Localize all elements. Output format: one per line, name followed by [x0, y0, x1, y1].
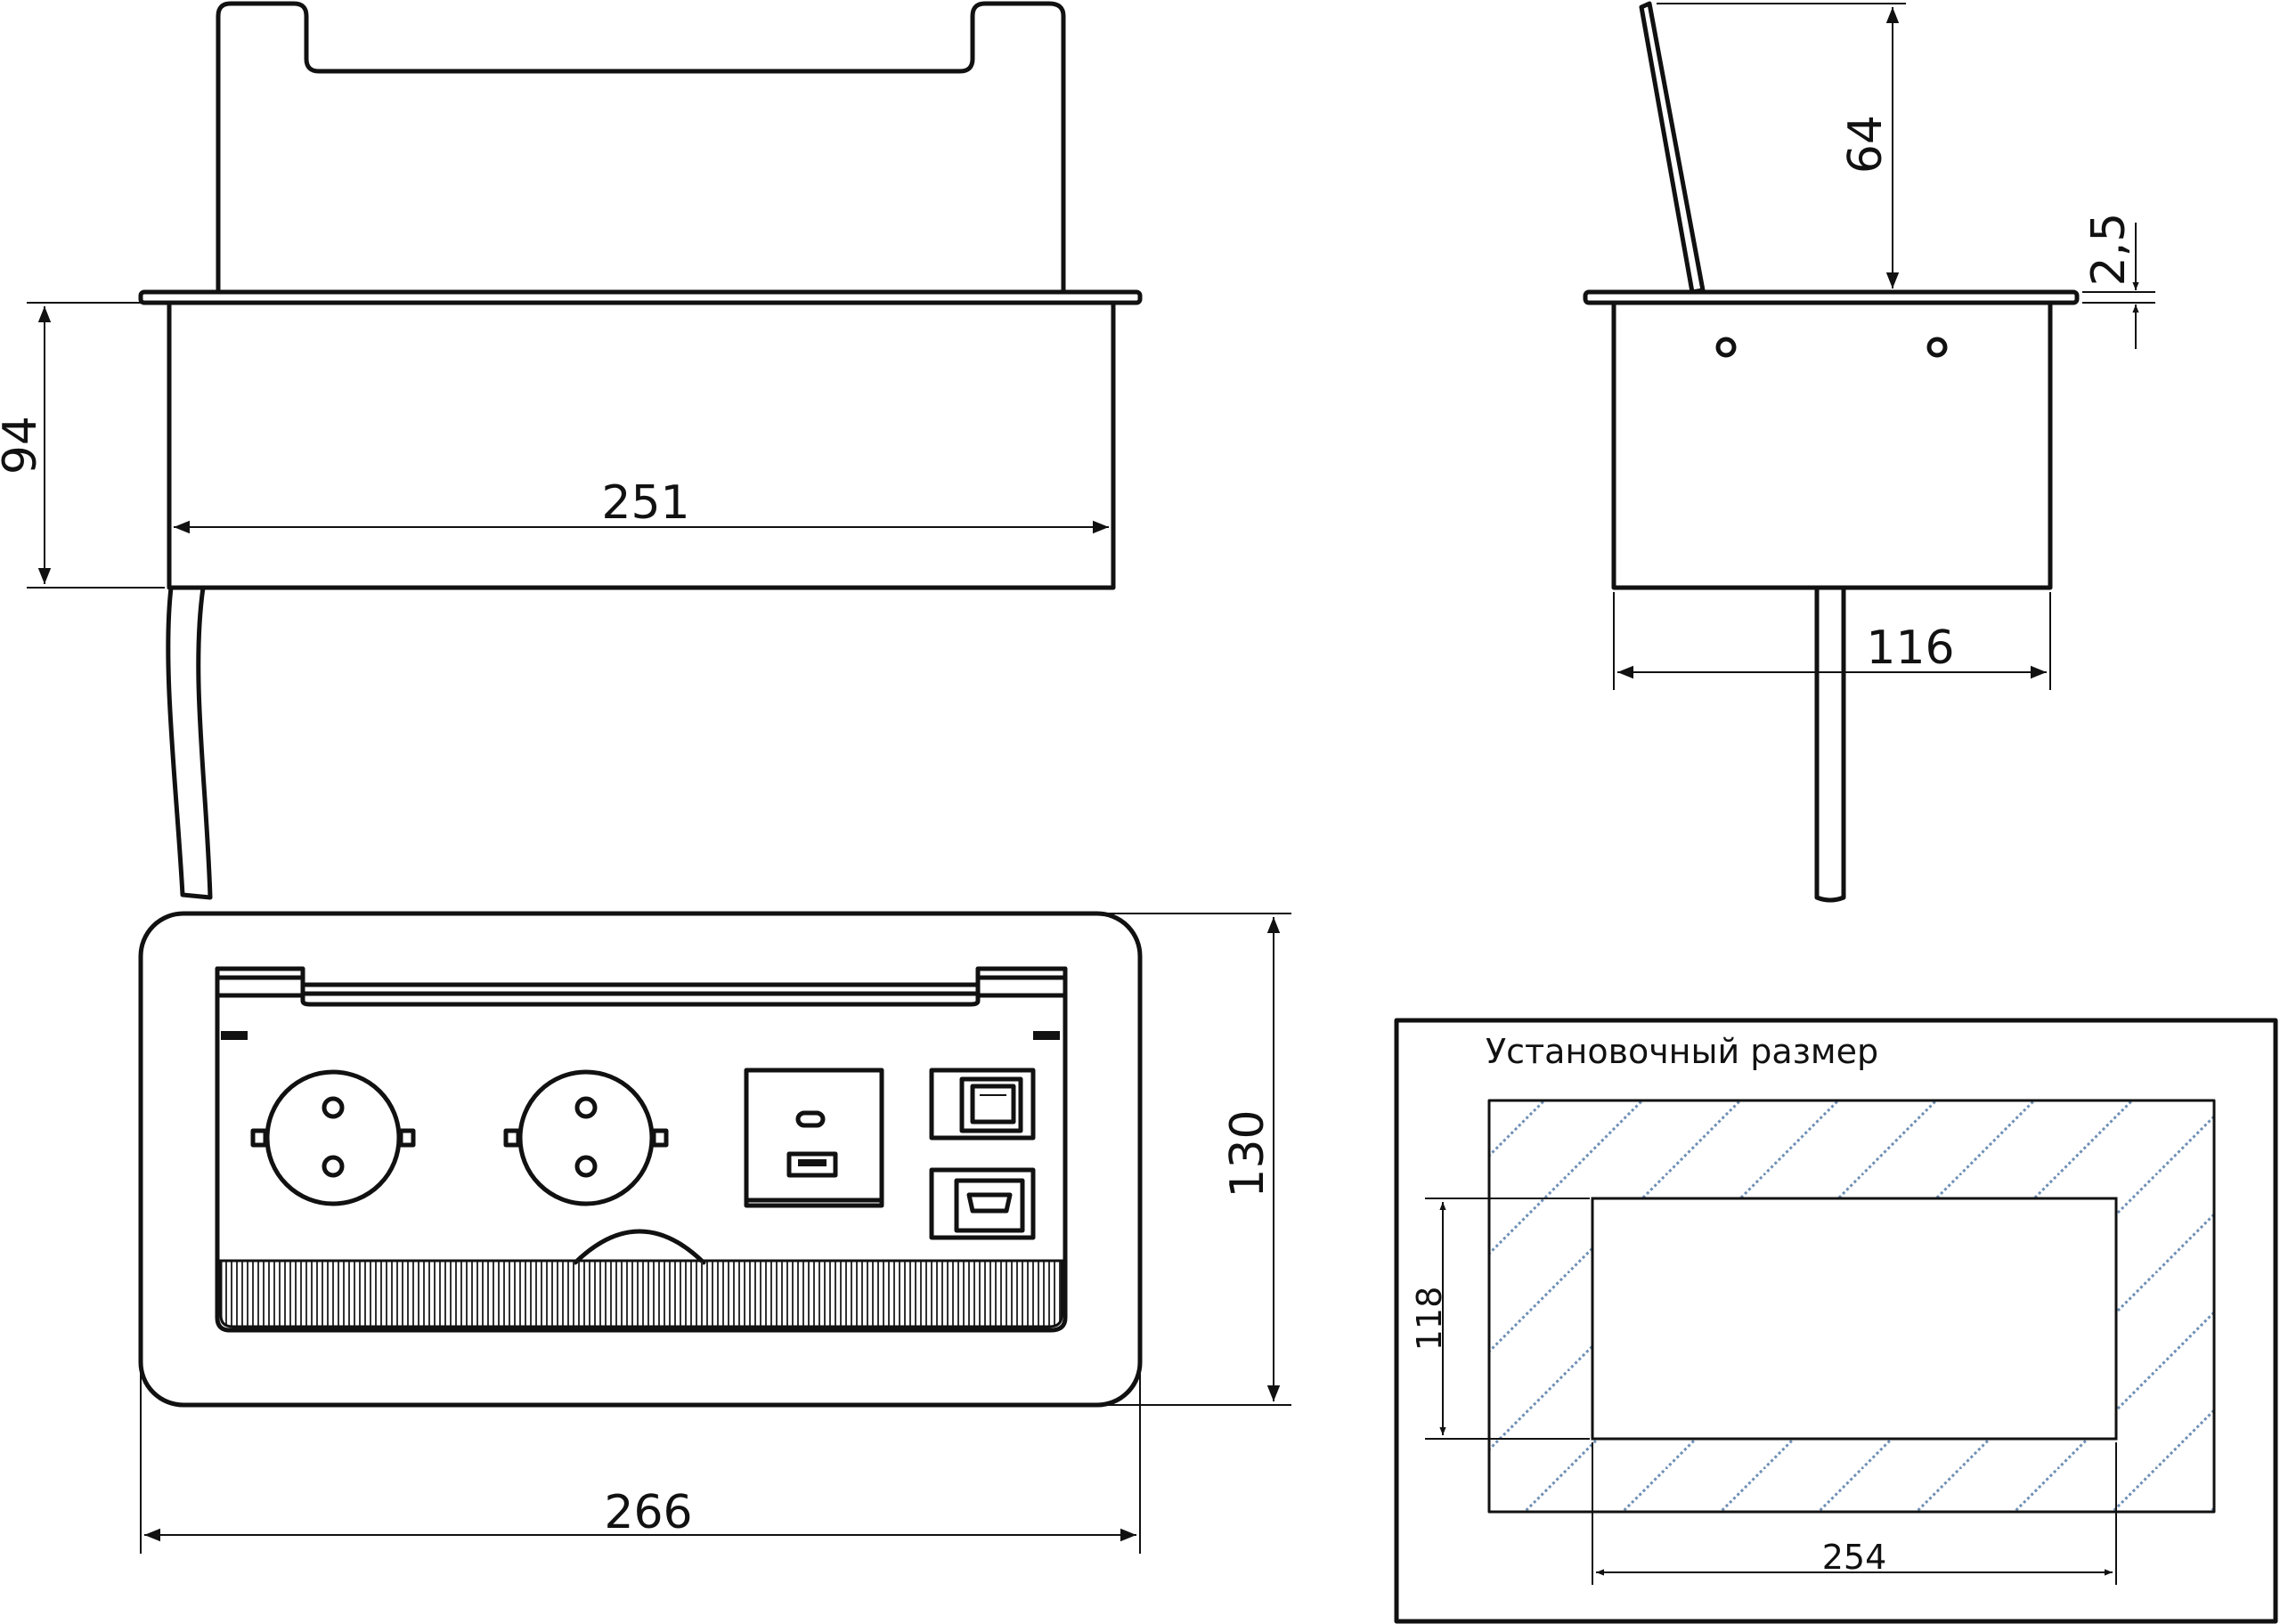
dim-front-height: 94	[0, 416, 47, 475]
screw-icon	[1715, 337, 1737, 358]
rj45-port-icon	[929, 1068, 1036, 1141]
side-cable	[1814, 585, 1846, 903]
front-body	[167, 300, 1116, 590]
dim-side-flange: 2,5	[2082, 213, 2136, 287]
top-view: 130 266	[138, 911, 1291, 1554]
front-view: 94 251	[0, 1, 1143, 900]
cutout-hole	[1591, 1197, 2118, 1441]
top-frame-inner	[215, 966, 1068, 1333]
usb-module-icon	[744, 1068, 884, 1208]
dim-cutout-width: 254	[1822, 1538, 1887, 1577]
brush-strip	[219, 1259, 1063, 1328]
dim-top-width: 266	[604, 1486, 692, 1539]
screw-icon	[1926, 337, 1948, 358]
dim-front-width: 251	[601, 476, 689, 530]
clip-right	[1033, 1031, 1060, 1040]
dim-side-lid-height: 64	[1839, 115, 1893, 174]
top-frame-outer	[138, 911, 1143, 1408]
side-view: 64 2,5 116	[1583, 1, 2155, 903]
clip-left	[221, 1031, 248, 1040]
cutout-frame	[1394, 1018, 2278, 1624]
side-lid	[1639, 1, 1706, 295]
front-cable	[166, 585, 213, 900]
dim-side-width: 116	[1866, 621, 1954, 675]
dim-cutout-height: 118	[1410, 1287, 1449, 1352]
power-socket-icon	[250, 1069, 416, 1206]
front-lid	[216, 1, 1066, 295]
top-lid-edge	[215, 966, 1068, 996]
cutout-panel: Установочный размер 118 254	[1394, 1018, 2278, 1624]
dim-top-depth: 130	[1221, 1109, 1274, 1198]
cable-notch	[573, 1229, 706, 1265]
side-body	[1611, 300, 2053, 590]
hdmi-port-icon	[929, 1167, 1036, 1240]
cutout-caption: Установочный размер	[1486, 1032, 1878, 1071]
power-socket-icon	[503, 1069, 669, 1206]
